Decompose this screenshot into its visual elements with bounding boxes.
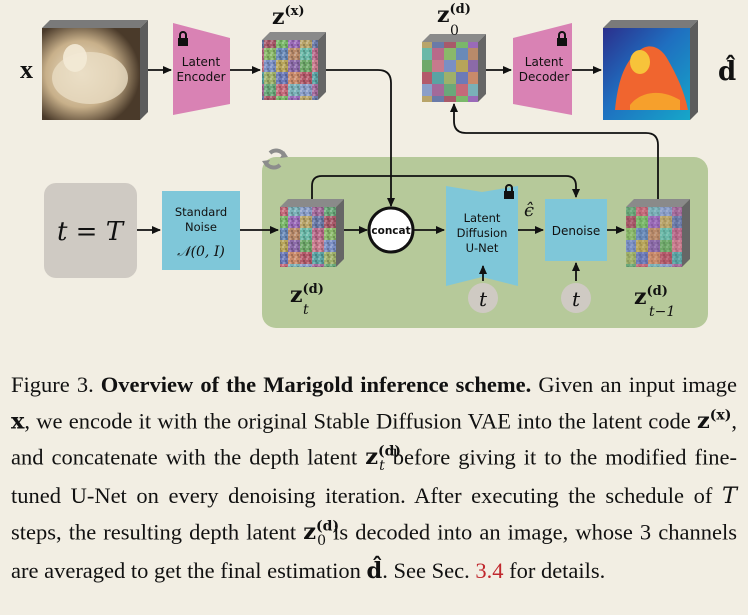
t-input-unet: t: [468, 283, 498, 313]
z0-sub: 0: [450, 23, 459, 39]
output-d-label: d̂: [718, 54, 736, 87]
unet-label-line2: Diffusion: [457, 226, 508, 240]
t-equals-T-label: t = T: [57, 217, 125, 247]
caption-text-1: Given an input image: [531, 372, 738, 397]
unet-label-line3: U-Net: [466, 241, 499, 255]
output-depth-image: [603, 20, 698, 120]
caption-section-ref[interactable]: 3.4: [475, 558, 504, 583]
caption-prefix: Figure 3.: [11, 372, 101, 397]
refresh-cycle-icon: [262, 148, 288, 170]
caption-text-6: is decoded into an image, whose 3 channe…: [11, 519, 737, 583]
decoder-label-line1: Latent: [525, 55, 564, 69]
zt1-sub: t−1: [649, 304, 675, 320]
caption-math-zx: z(x): [696, 407, 732, 435]
input-image: [42, 20, 148, 120]
zt-label: z(d): [290, 282, 324, 308]
zt1-label: z(d): [634, 284, 668, 310]
encoder-label-line1: Latent: [182, 55, 221, 69]
flow-arrows: [137, 66, 659, 281]
noise-label-line1: Standard: [175, 205, 227, 219]
decoder-label-line2: Decoder: [519, 70, 570, 84]
svg-text:t: t: [479, 287, 488, 311]
caption-text-3: , and concatenate with the depth latent: [11, 408, 737, 469]
latent-zt-cube: [280, 199, 344, 267]
encoder-label-line2: Encoder: [176, 70, 225, 84]
concat-label: concat: [371, 225, 410, 237]
latent-zx-cube: [262, 32, 326, 100]
lock-icon: [504, 184, 514, 199]
denoise-box: Denoise: [545, 199, 607, 261]
unet-label-line1: Latent: [464, 211, 501, 225]
caption-math-zt: z(d)t: [365, 443, 402, 474]
latent-zt1-cube: [626, 199, 690, 267]
svg-text:t: t: [572, 287, 581, 311]
caption-math-x: x: [11, 408, 25, 434]
caption-text-2: , we encode it with the original Stable …: [24, 408, 697, 433]
noise-distribution: 𝒩(0, I): [177, 244, 225, 260]
lock-icon: [178, 31, 188, 46]
latent-decoder: Latent Decoder: [513, 23, 572, 115]
latent-z0-cube: [422, 34, 486, 102]
input-x-label: x: [20, 55, 33, 84]
caption-title: Overview of the Marigold inference schem…: [100, 372, 532, 397]
caption-math-z0: z(d)0: [303, 518, 340, 549]
figure-caption: Figure 3. Overview of the Marigold infer…: [11, 370, 737, 587]
caption-text-7: . See Sec.: [382, 558, 476, 583]
latent-diffusion-unet: Latent Diffusion U-Net: [446, 184, 518, 286]
caption-math-T: T: [721, 483, 737, 509]
latent-encoder: Latent Encoder: [173, 23, 230, 115]
t-input-denoise: t: [561, 283, 591, 313]
caption-text-8: for details.: [503, 558, 606, 583]
z0-label: z(d): [437, 2, 471, 28]
standard-noise-box: Standard Noise 𝒩(0, I): [162, 191, 240, 270]
caption-text-4: before giving it to the modified fine-tu…: [11, 444, 737, 508]
t-equals-T-box: t = T: [44, 183, 137, 278]
noise-label-line2: Noise: [185, 220, 217, 234]
denoise-label: Denoise: [552, 224, 601, 238]
caption-text-5: steps, the resulting depth latent: [11, 519, 304, 544]
zt-sub: t: [303, 302, 309, 318]
epsilon-hat-label: ϵ̂: [524, 200, 534, 221]
caption-math-dhat: d̂: [366, 558, 383, 584]
lock-icon: [557, 31, 567, 46]
inference-diagram: x Latent Encoder z(x) z(d) 0 Latent D: [20, 2, 736, 328]
concat-node: concat: [367, 206, 415, 254]
zx-label: z(x): [272, 4, 305, 30]
